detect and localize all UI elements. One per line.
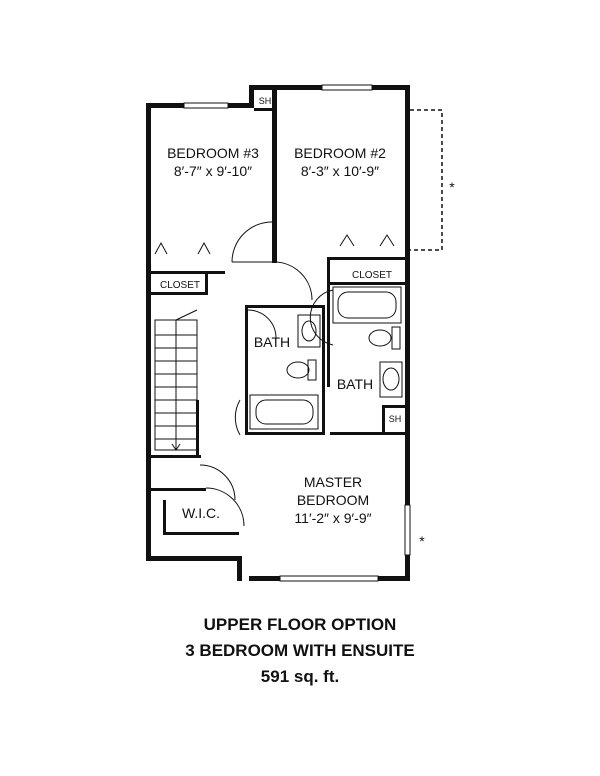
master-size: 11′-2″ x 9′-9″ [294,510,371,526]
bedroom3-name: BEDROOM #3 [167,145,259,161]
doors [154,221,395,527]
staircase [154,309,198,451]
caption-line-3: 591 sq. ft. [260,667,340,686]
floor-plan: BEDROOM #3 8′-7″ x 9′-10″ BEDROOM #2 8′-… [146,84,455,582]
shelf-label-2: SH [389,414,402,424]
wic-label: W.I.C. [182,505,220,521]
master-name-line2: BEDROOM [297,492,369,508]
asterisk-note-1: * [449,179,455,195]
bath-fixtures [249,286,403,430]
master-name-line1: MASTER [304,474,362,490]
bedroom2-name: BEDROOM #2 [294,145,386,161]
bedroom2-size: 8′-3″ x 10′-9″ [301,163,379,179]
caption-line-2: 3 BEDROOM WITH ENSUITE [185,641,415,660]
caption-line-1: UPPER FLOOR OPTION [203,615,397,634]
shelf-label-1: SH [259,96,272,106]
interior-walls [151,88,405,535]
bath1-label: BATH [254,334,290,350]
room-labels: BEDROOM #3 8′-7″ x 9′-10″ BEDROOM #2 8′-… [160,96,455,549]
closet2-label: CLOSET [352,270,392,281]
bedroom3-size: 8′-7″ x 9′-10″ [174,163,252,179]
windows [183,84,411,582]
plan-caption: UPPER FLOOR OPTION 3 BEDROOM WITH ENSUIT… [0,612,600,690]
closet1-label: CLOSET [160,280,200,291]
optional-bay-outline [410,109,443,251]
bath2-label: BATH [337,376,373,392]
asterisk-note-2: * [419,533,425,549]
